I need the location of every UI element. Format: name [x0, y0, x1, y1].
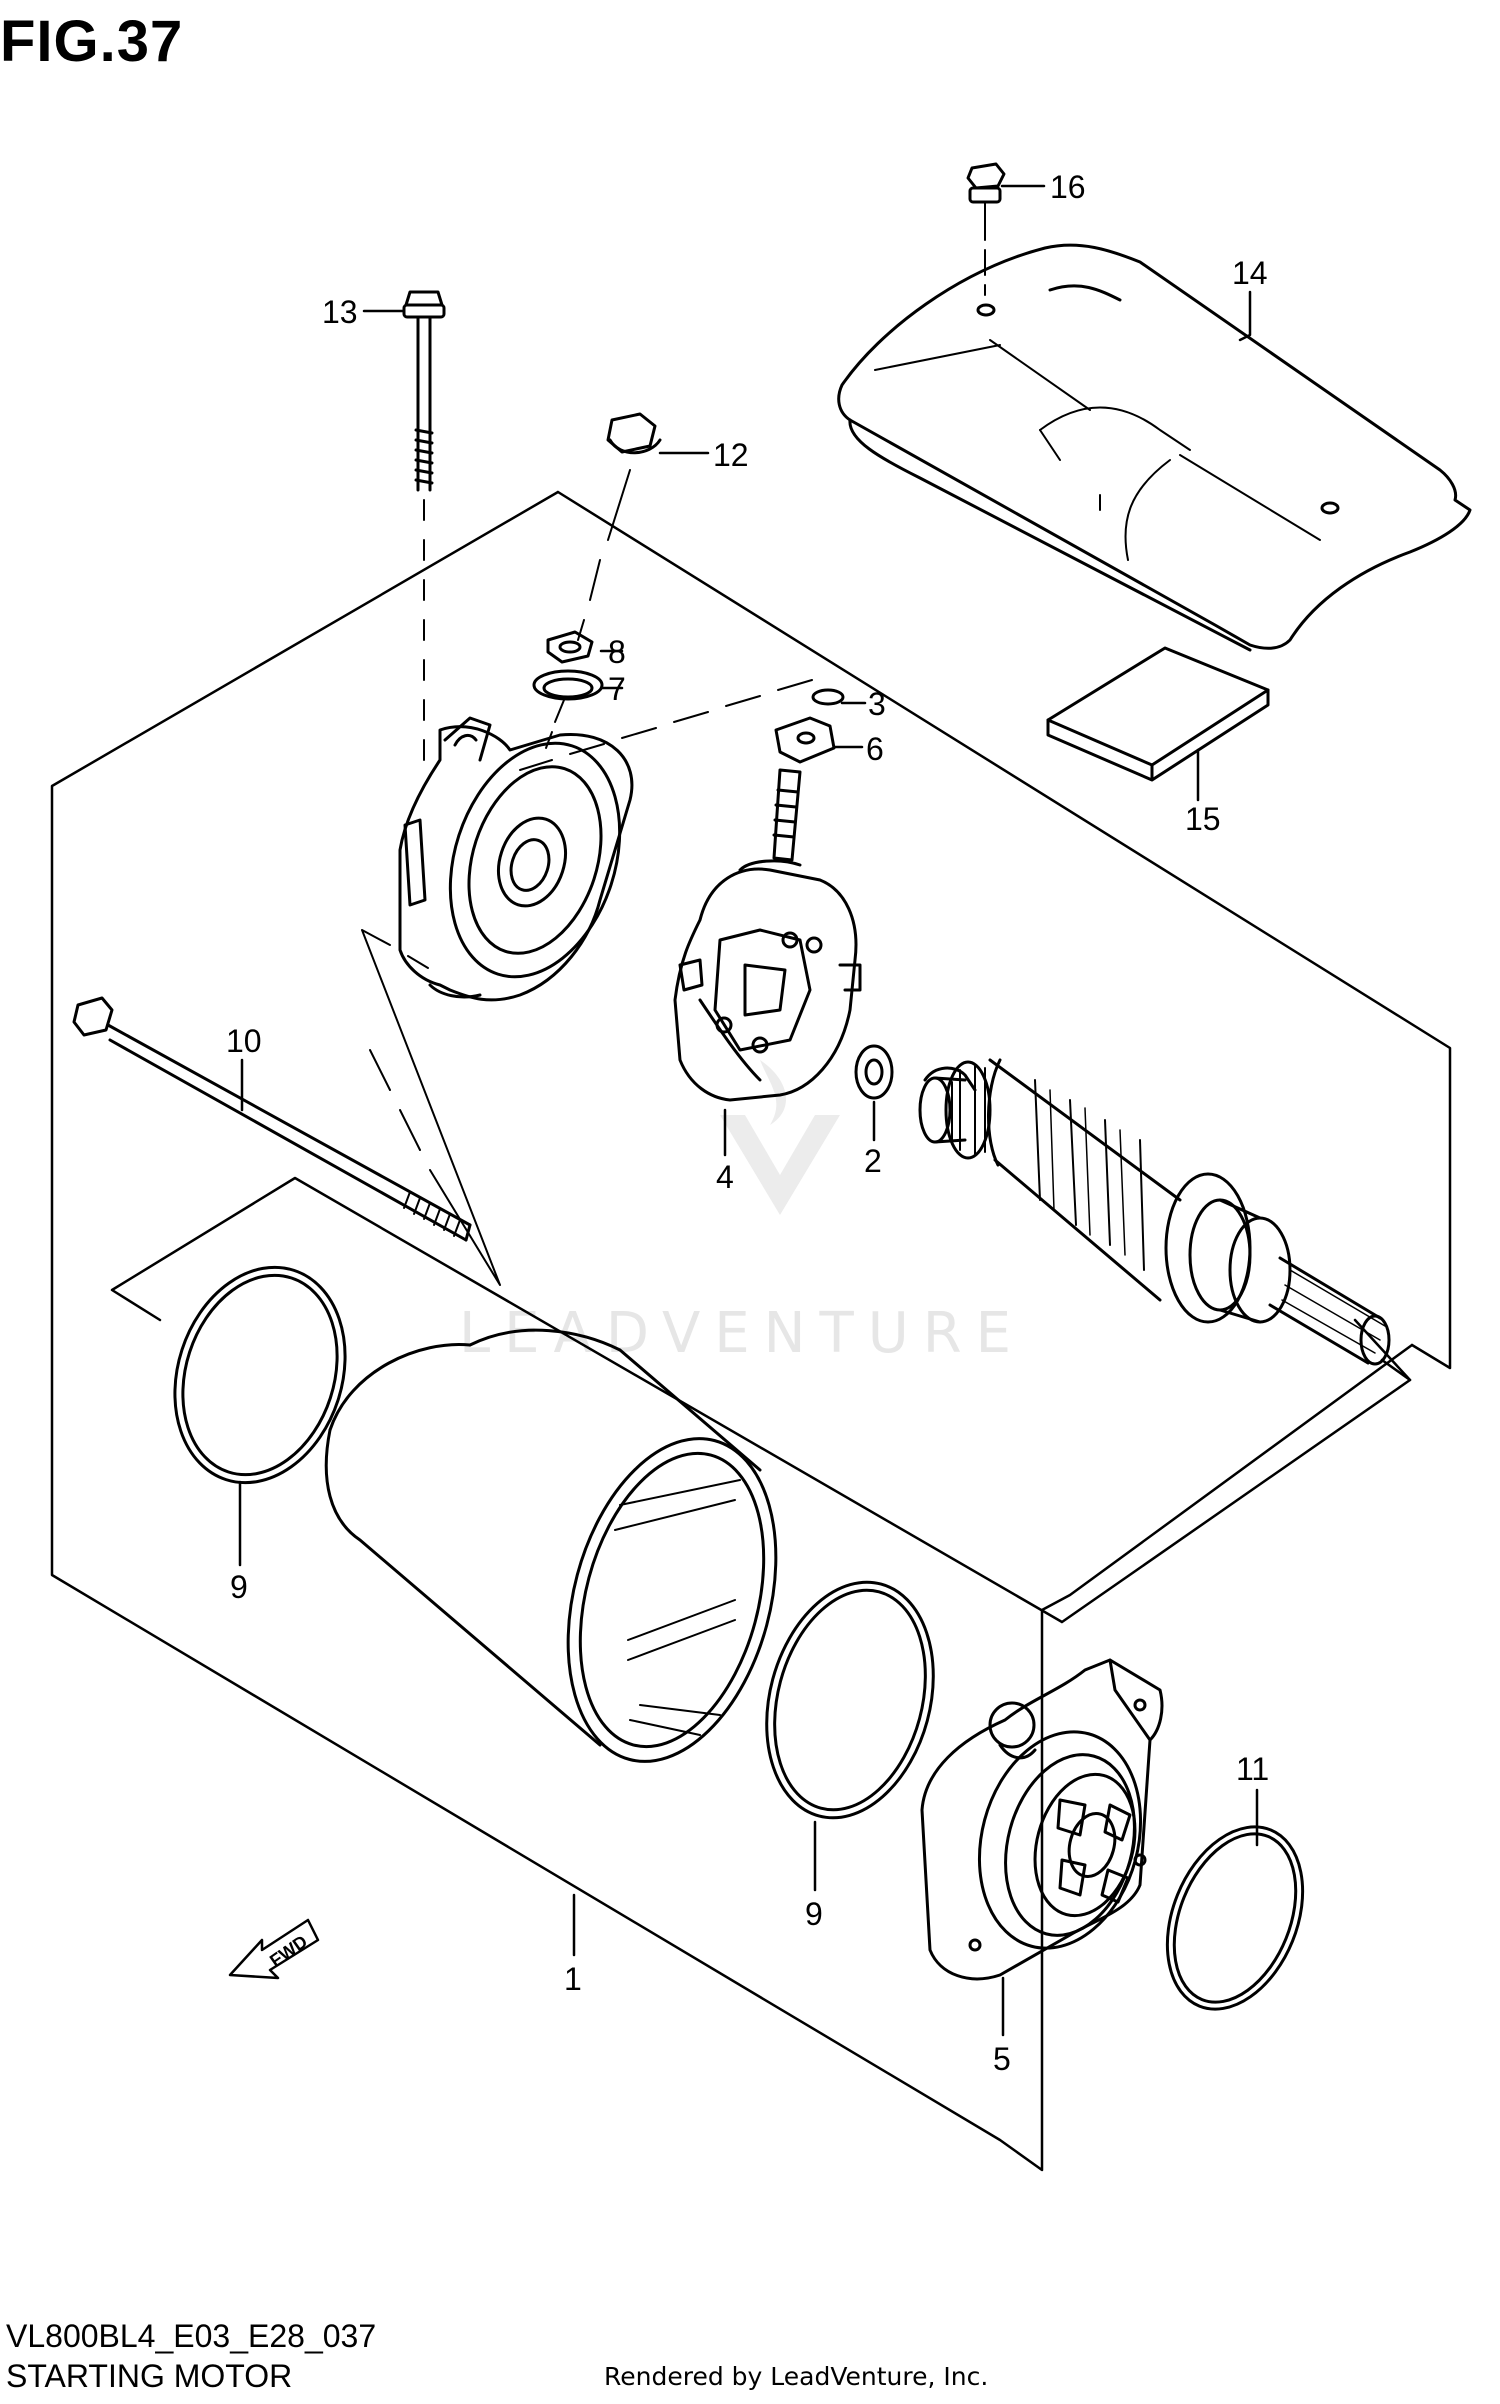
yoke: [324, 1328, 778, 1763]
callout-4: 4: [716, 1159, 734, 1195]
callout-16: 16: [1050, 169, 1086, 205]
cover-14: [837, 243, 1472, 652]
callout-12: 12: [713, 437, 749, 473]
callout-13: 13: [322, 294, 358, 330]
callout-9-lower: 9: [805, 1896, 823, 1932]
bolt-16: [966, 162, 1006, 296]
callout-6: 6: [866, 731, 884, 767]
o-ring-9-upper: [173, 1265, 347, 1485]
svg-text:FWD: FWD: [266, 1931, 311, 1971]
callout-11: 11: [1236, 1751, 1269, 1787]
pad-15: [1046, 646, 1270, 782]
callout-2: 2: [864, 1143, 882, 1179]
callout-14: 14: [1232, 255, 1268, 291]
callout-1: 1: [564, 1961, 582, 1997]
leadventure-watermark: LEADVENTURE: [459, 1060, 1025, 1366]
washer-2: [854, 1044, 894, 1100]
front-housing-5: [920, 1658, 1164, 1981]
nut-12: [577, 412, 662, 641]
brush-holder-4: [673, 768, 862, 1102]
diagram-name: STARTING MOTOR: [6, 2358, 293, 2394]
callout-7: 7: [608, 671, 626, 707]
callout-10: 10: [226, 1023, 262, 1059]
fwd-arrow-icon: FWD: [228, 1918, 320, 1980]
triangle-leader: [361, 929, 501, 1286]
washer-3: [811, 688, 845, 706]
nut-8: [546, 630, 594, 664]
callout-15: 15: [1185, 801, 1221, 837]
callout-8: 8: [608, 634, 626, 670]
callout-9-upper: 9: [230, 1569, 248, 1605]
o-ring-11: [1165, 1825, 1305, 2011]
o-ring-9-lower: [765, 1580, 935, 1820]
seal-7: [532, 669, 604, 749]
callout-numbers: 13 12 8 7 3 6 16 14 15 10 4 2 9 9 1 5 11: [226, 169, 1269, 2077]
callout-3: 3: [868, 686, 886, 722]
svg-text:LEADVENTURE: LEADVENTURE: [459, 1301, 1025, 1366]
through-bolt-10: [72, 996, 472, 1242]
callout-leaders: [238, 184, 1259, 2037]
inner-bracket-line: [110, 1176, 1412, 1624]
armature: [918, 1058, 1391, 1366]
leader-dashes-housing: [519, 679, 813, 771]
callout-5: 5: [993, 2041, 1011, 2077]
bolt-13: [402, 290, 446, 761]
diagram-code: VL800BL4_E03_E28_037: [6, 2318, 377, 2354]
figure-title: FIG.37: [0, 9, 184, 74]
render-credit: Rendered by LeadVenture, Inc.: [604, 2362, 989, 2391]
terminal-6: [774, 716, 836, 764]
rear-housing: [398, 716, 634, 1002]
